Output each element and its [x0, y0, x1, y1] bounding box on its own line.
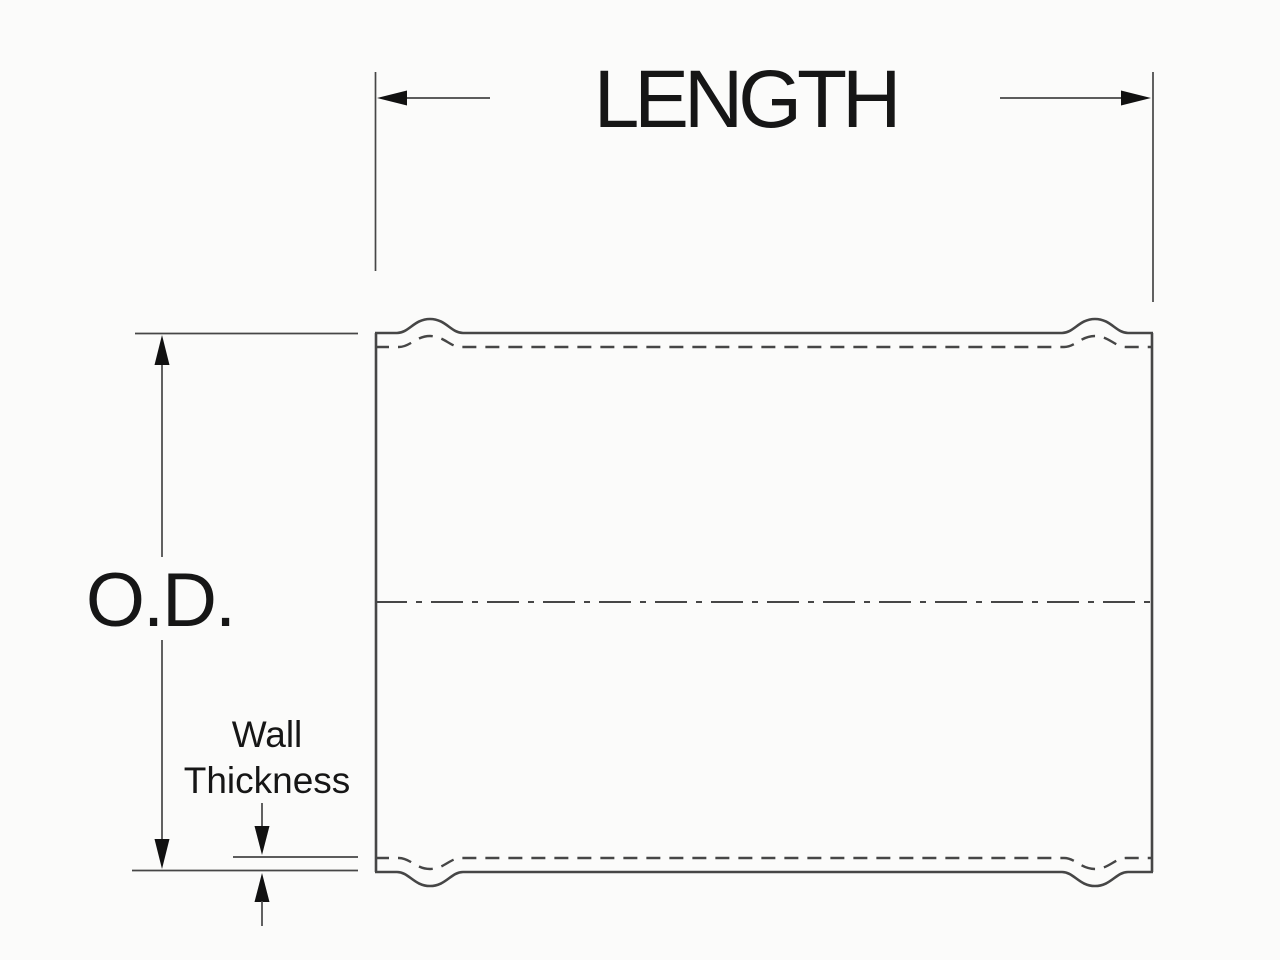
tube-inner-wall-top — [375, 334, 1153, 349]
tube-inner-wall-bottom — [375, 856, 1153, 871]
length-label: LENGTH — [594, 54, 897, 145]
wall-thickness-label-line1: Wall — [232, 714, 303, 755]
od-dimension: O.D. — [86, 332, 358, 872]
length-dimension: LENGTH — [374, 54, 1154, 302]
tube-body — [374, 317, 1154, 888]
wall-thickness-arrowhead-down — [254, 826, 270, 855]
tube-top-edge — [375, 317, 1153, 335]
tube-bottom-edge — [375, 870, 1153, 888]
od-arrowhead-up — [154, 335, 170, 365]
od-arrowhead-down — [154, 839, 170, 869]
od-label: O.D. — [86, 558, 234, 643]
wall-thickness-dimension: Wall Thickness — [184, 714, 358, 926]
wall-thickness-arrowhead-up — [254, 873, 270, 902]
wall-thickness-label-line2: Thickness — [184, 760, 351, 801]
length-arrowhead-right — [1121, 90, 1151, 106]
length-arrowhead-left — [377, 90, 407, 106]
